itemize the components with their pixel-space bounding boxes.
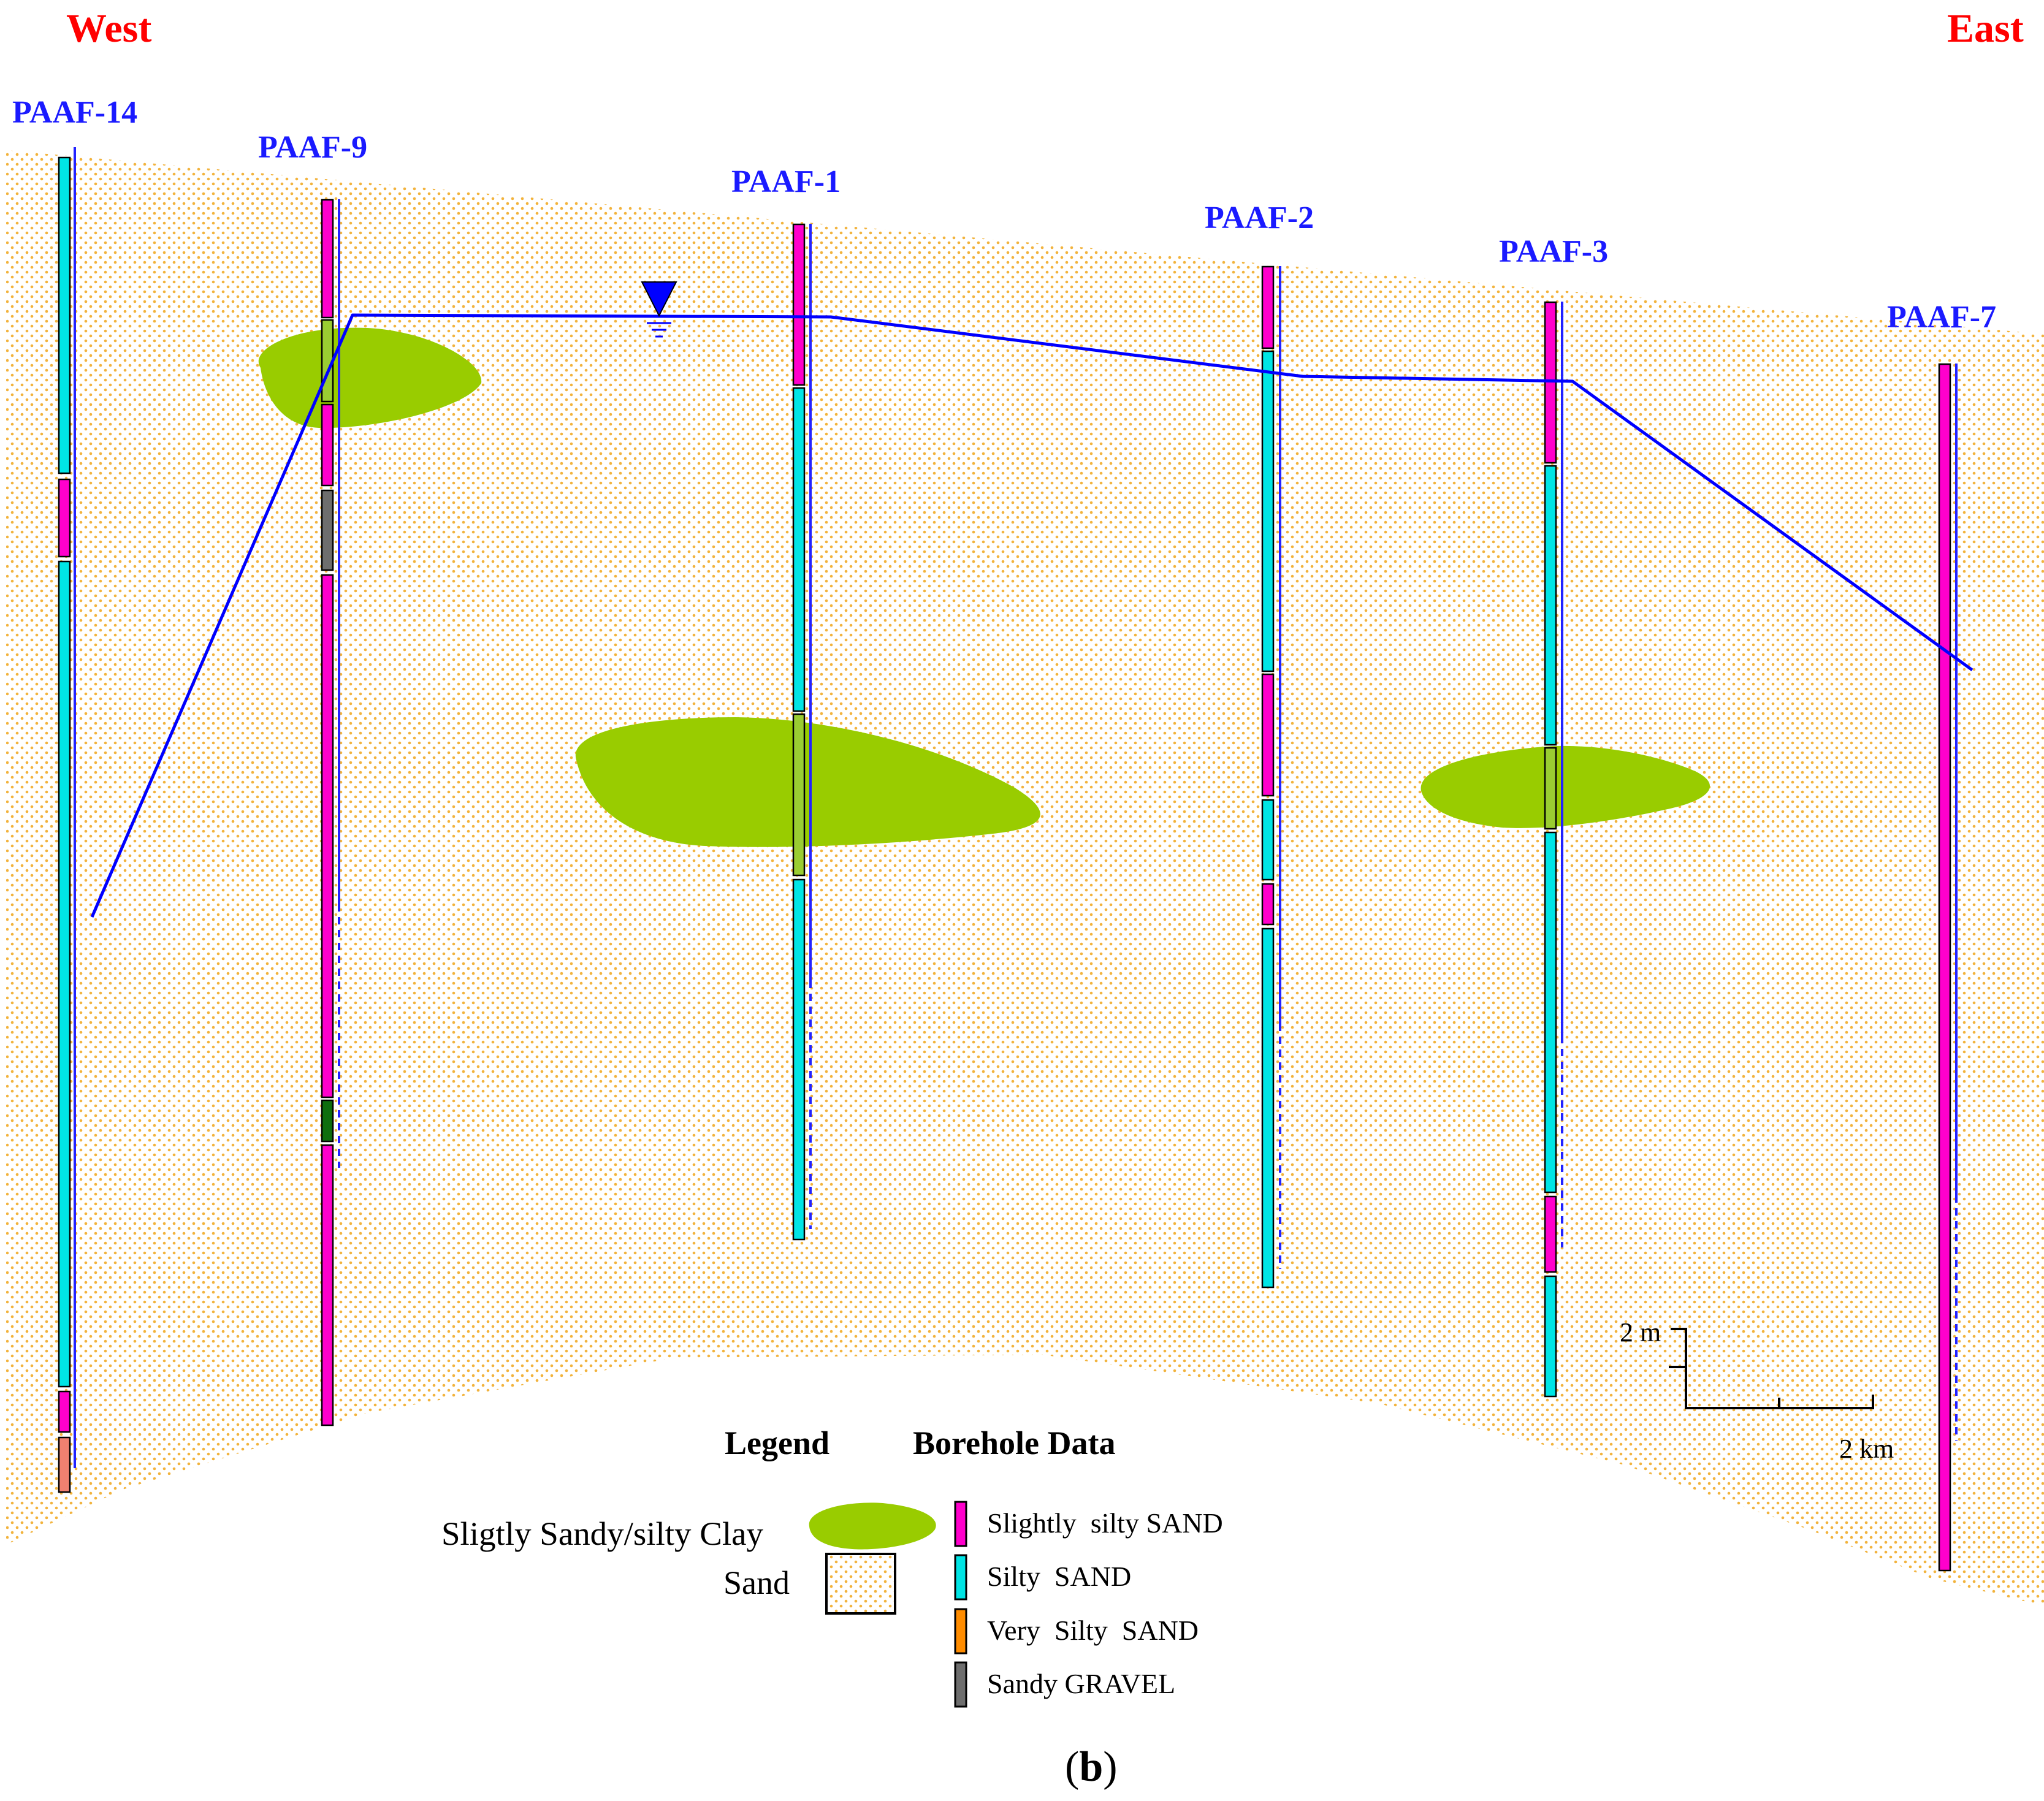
boreholes	[58, 147, 1958, 1572]
legend-swatch-1	[954, 1501, 967, 1547]
borehole-paaf-2	[1261, 265, 1281, 1289]
borehole-paaf-3-layer-2	[1544, 465, 1557, 746]
caption-open: (	[1065, 1743, 1079, 1791]
borehole-paaf-9-layer-5	[321, 574, 334, 1098]
borehole-paaf-14-layer-5	[58, 1436, 71, 1493]
borehole-paaf-9-layer-4	[321, 489, 334, 571]
legend-sand-swatch	[825, 1553, 896, 1615]
legend-clay-label: Sligtly Sandy/silty Clay	[441, 1515, 763, 1552]
west-label: West	[66, 6, 151, 51]
borehole-paaf-1-layer-1	[792, 223, 806, 386]
scale-horizontal-label: 2 km	[1839, 1434, 1894, 1464]
legend-swatch-4	[954, 1661, 967, 1708]
borehole-paaf-9-layer-1	[321, 199, 334, 319]
figure-caption: (b)	[1065, 1743, 1118, 1791]
clay-lens-paaf1	[575, 717, 1040, 847]
borehole-paaf-3-layer-4	[1544, 831, 1557, 1194]
scale-vertical-label: 2 m	[1620, 1317, 1661, 1347]
borehole-paaf-3	[1544, 301, 1563, 1398]
sand-body	[6, 150, 2044, 1606]
caption-letter: b	[1079, 1743, 1103, 1791]
legend-sand-label: Sand	[723, 1564, 790, 1601]
legend-swatch-3	[954, 1608, 967, 1654]
borehole-paaf-14-layer-2	[58, 478, 71, 558]
borehole-paaf-2-layer-1	[1261, 265, 1275, 349]
borehole-paaf-7-layer-1	[1938, 363, 1951, 1572]
east-label: East	[1947, 6, 2024, 51]
legend-clay-swatch	[809, 1502, 936, 1550]
water-table-triangle-icon	[641, 281, 677, 338]
clay-lens-paaf3	[1421, 745, 1710, 828]
borehole-paaf-9	[321, 199, 340, 1426]
borehole-label-paaf-2: PAAF-2	[1205, 200, 1314, 235]
borehole-paaf-2-layer-6	[1261, 927, 1275, 1289]
borehole-paaf-1-layer-4	[792, 878, 806, 1241]
borehole-paaf-9-layer-7	[321, 1144, 334, 1426]
borehole-paaf-2-layer-4	[1261, 799, 1275, 881]
borehole-label-paaf-14: PAAF-14	[12, 95, 137, 130]
legend-borehole-title: Borehole Data	[913, 1425, 1115, 1461]
legend-item-label-4: Sandy GRAVEL	[987, 1668, 1175, 1699]
borehole-paaf-3-layer-3	[1544, 747, 1557, 830]
borehole-paaf-9-layer-3	[321, 403, 334, 487]
borehole-label-paaf-3: PAAF-3	[1499, 234, 1608, 269]
borehole-paaf-1-layer-3	[792, 713, 806, 877]
scale-bar	[1669, 1328, 1874, 1409]
borehole-paaf-2-layer-2	[1261, 350, 1275, 672]
legend-item-label-3: Very Silty SAND	[987, 1615, 1199, 1646]
borehole-paaf-2-layer-3	[1261, 673, 1275, 797]
borehole-paaf-14-layer-1	[58, 156, 71, 474]
borehole-paaf-14	[58, 147, 76, 1493]
borehole-paaf-3-layer-5	[1544, 1195, 1557, 1273]
caption-close: )	[1103, 1743, 1117, 1791]
water-table-line	[90, 313, 1973, 918]
borehole-paaf-9-layer-6	[321, 1099, 334, 1143]
borehole-label-paaf-1: PAAF-1	[731, 164, 841, 199]
legend-swatch-2	[954, 1554, 967, 1601]
legend-item-label-2: Silty SAND	[987, 1561, 1131, 1592]
borehole-paaf-3-layer-6	[1544, 1275, 1557, 1398]
borehole-paaf-3-layer-1	[1544, 301, 1557, 464]
borehole-paaf-14-layer-3	[58, 560, 71, 1388]
borehole-paaf-1-layer-2	[792, 387, 806, 712]
legend-item-label-1: Slightly silty SAND	[987, 1507, 1223, 1539]
borehole-label-paaf-9: PAAF-9	[258, 130, 367, 165]
borehole-paaf-14-layer-4	[58, 1390, 71, 1433]
borehole-label-paaf-7: PAAF-7	[1887, 300, 1996, 335]
legend-items: Slightly silty SAND Silty SAND Very Silty …	[954, 1501, 1223, 1708]
borehole-paaf-7	[1938, 363, 1958, 1572]
legend-title: Legend	[725, 1425, 829, 1461]
borehole-paaf-1	[792, 223, 812, 1241]
borehole-paaf-2-layer-5	[1261, 883, 1275, 926]
